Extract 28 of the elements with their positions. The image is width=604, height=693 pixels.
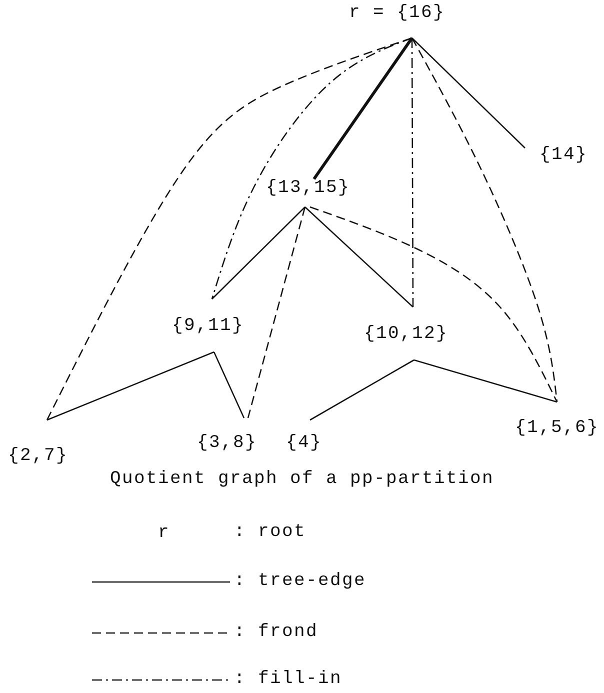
dash-dot-line — [411, 38, 414, 307]
node-label: {9,11} — [172, 316, 244, 334]
dashed-line — [46, 37, 412, 420]
legend-label: : tree-edge — [234, 572, 366, 590]
node-label: {4} — [286, 434, 322, 452]
node-label: {13,15} — [266, 179, 350, 197]
solid-line — [310, 359, 414, 421]
node-label: {3,8} — [196, 434, 257, 452]
solid-line — [212, 206, 306, 300]
node-label: {10,12} — [364, 324, 448, 342]
legend-label: : fill-in — [234, 670, 342, 688]
node-label: r = {16} — [348, 4, 445, 22]
node-label: {2,7} — [8, 447, 68, 465]
thick-line — [312, 37, 414, 180]
solid-line — [414, 359, 558, 403]
solid-line — [46, 351, 214, 421]
legend-symbol: r — [158, 524, 170, 542]
legend-label: : frond — [234, 623, 318, 641]
solid-line — [412, 38, 526, 148]
dashed-line — [310, 206, 558, 402]
solid-line — [213, 352, 245, 418]
solid-line — [304, 206, 414, 308]
dashed-line — [411, 38, 558, 402]
legend-label: : root — [234, 523, 306, 541]
node-label: {1,5,6} — [514, 419, 599, 437]
dashed-line — [247, 206, 306, 418]
caption: Quotient graph of a pp-partition — [108, 470, 496, 488]
node-label: {14} — [539, 146, 588, 164]
